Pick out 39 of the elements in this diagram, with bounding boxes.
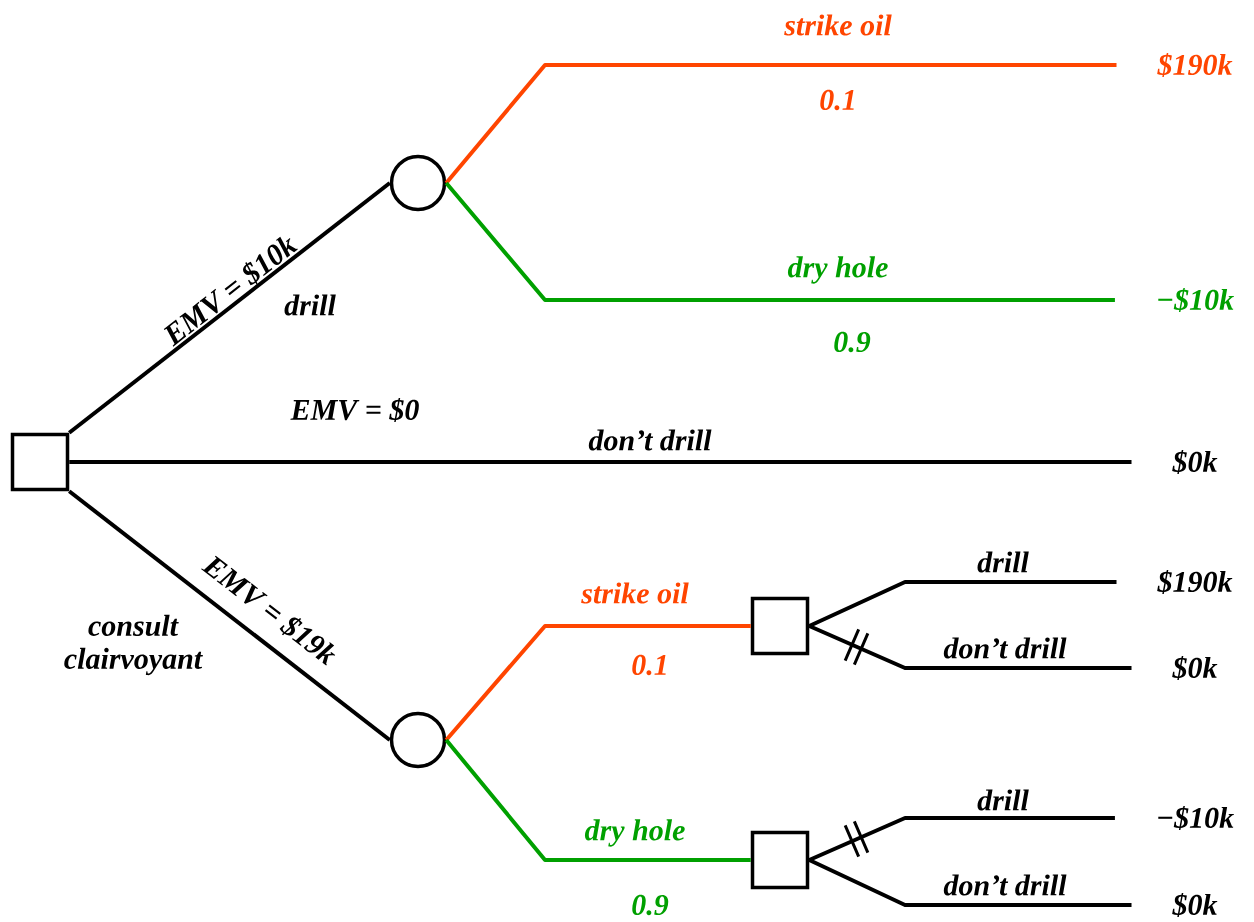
edge-label: don’t drill — [588, 429, 712, 451]
chance-circle — [389, 154, 447, 212]
annotation-text: 0.9 — [834, 331, 871, 353]
tree-branch — [444, 63, 1117, 185]
payoff-value: $190k — [1157, 53, 1233, 77]
tree-branch — [808, 624, 1132, 670]
edge-label: dry hole — [584, 819, 685, 847]
edge-label: don’t drill — [943, 874, 1067, 896]
decision-square — [750, 596, 810, 656]
payoff-value: $0k — [1172, 893, 1218, 917]
annotation-text: 0.9 — [632, 894, 669, 916]
edge-label: don’t drill — [943, 637, 1067, 659]
tree-branch — [69, 460, 1132, 464]
edge-label: strike oil — [784, 14, 892, 36]
edge-label: drill — [977, 789, 1029, 811]
edge-label: drill — [284, 294, 336, 316]
annotation-text: EMV = $0 — [290, 398, 419, 422]
chance-circle — [389, 711, 447, 769]
annotation-text: 0.1 — [820, 89, 854, 111]
edge-label: strike oil — [581, 582, 689, 604]
edge-label: dry hole — [787, 256, 888, 284]
tree-branch — [808, 580, 1117, 628]
payoff-value: −$10k — [1158, 806, 1234, 830]
tree-branch — [808, 858, 1132, 907]
tree-branch — [444, 624, 751, 742]
payoff-value: $0k — [1172, 656, 1218, 680]
tree-branch — [444, 738, 751, 862]
decision-square — [750, 830, 810, 890]
annotation-text: 0.1 — [632, 654, 666, 676]
tree-branch — [444, 181, 1115, 302]
edge-label: consult clairvoyant — [64, 614, 203, 676]
decision-square — [10, 432, 70, 492]
tree-branch — [808, 816, 1115, 862]
edge-label: drill — [977, 551, 1029, 573]
payoff-value: $190k — [1157, 570, 1233, 594]
tree-branch — [68, 489, 391, 742]
tree-branch — [68, 181, 391, 435]
payoff-value: $0k — [1172, 450, 1218, 474]
payoff-value: −$10k — [1158, 288, 1234, 312]
